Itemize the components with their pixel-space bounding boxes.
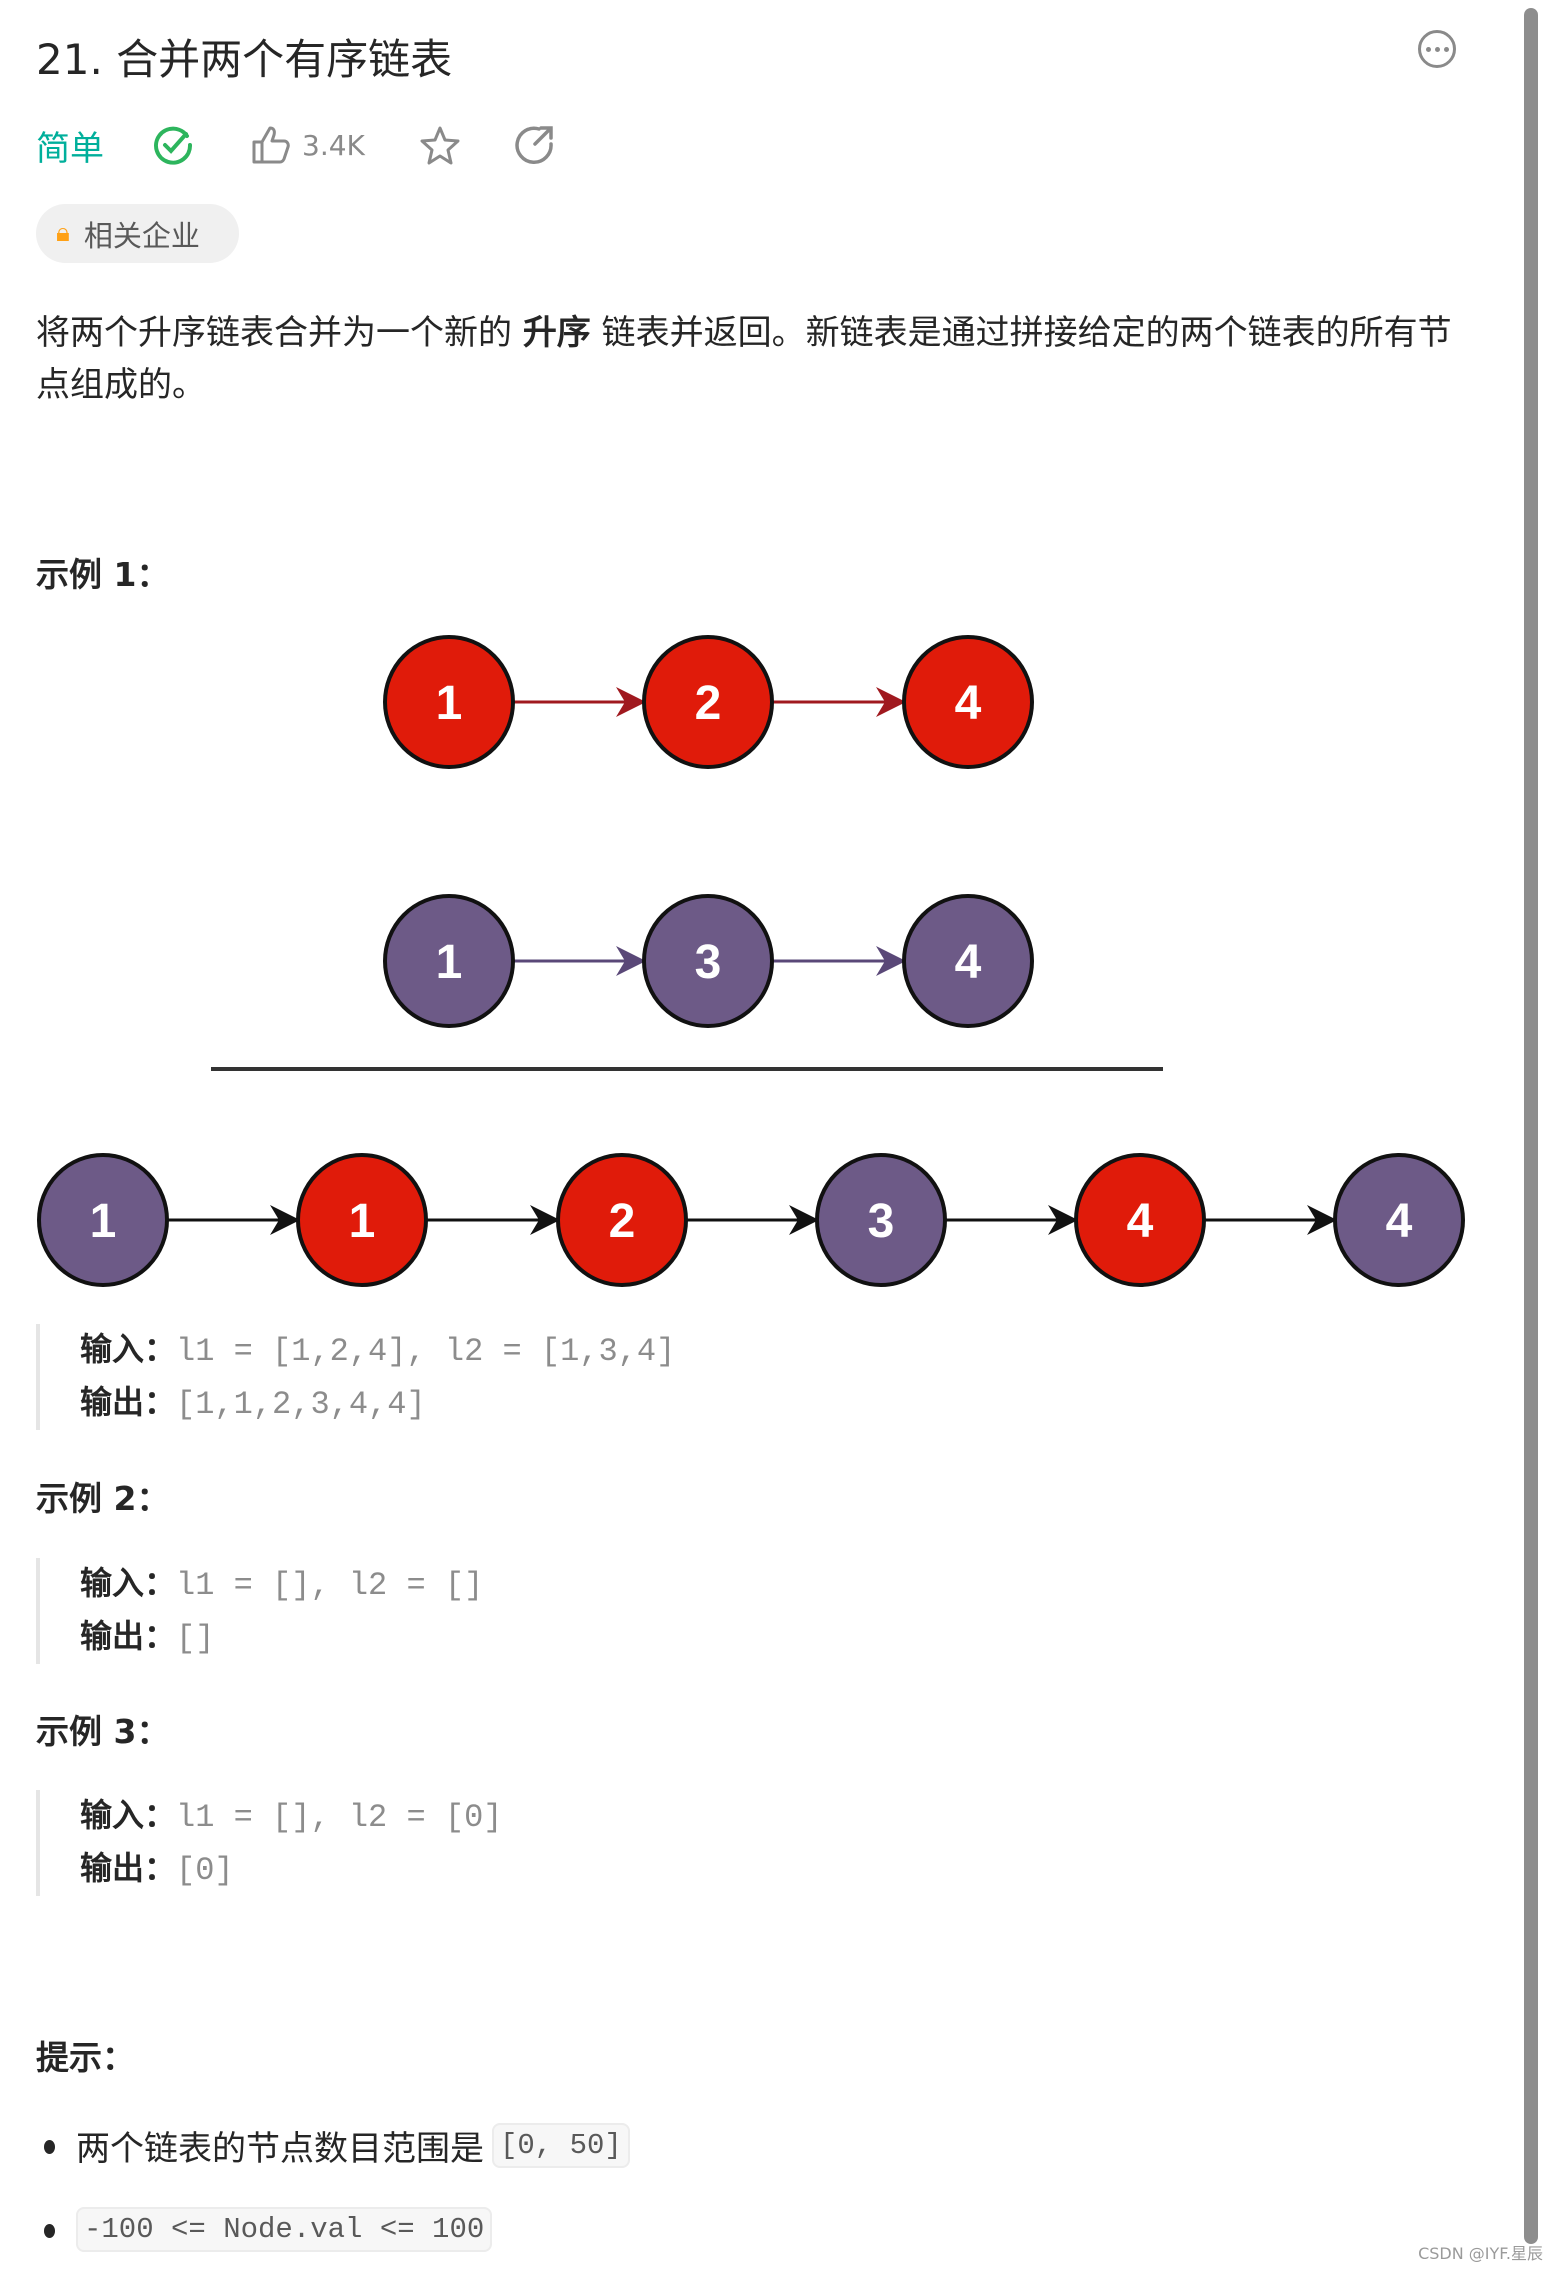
merged-node	[1333, 1153, 1465, 1287]
thumbs-up-icon[interactable]	[250, 124, 292, 166]
list1-node	[642, 635, 774, 769]
list1-node	[383, 635, 515, 769]
tip-text: 两个链表的节点数目范围是	[76, 2128, 484, 2169]
watermark: CSDN @IYF.星辰	[1418, 2244, 1543, 2263]
list2-node	[383, 894, 515, 1028]
merged-node	[296, 1153, 428, 1287]
tips-heading: 提示：	[36, 2038, 135, 2077]
output-label: 输出：	[80, 1617, 177, 1655]
list1-node-label: 1	[436, 677, 463, 730]
problem-title: 21. 合并两个有序链表	[36, 35, 453, 84]
share-icon[interactable]	[513, 124, 555, 166]
output-label: 输出：	[80, 1849, 177, 1887]
list2-node-label: 3	[695, 936, 722, 989]
merged-node-label: 3	[868, 1195, 895, 1248]
merged-node	[556, 1153, 688, 1287]
input-label: 输入：	[80, 1796, 177, 1834]
scrollbar[interactable]	[1524, 8, 1538, 2244]
merged-node-label: 4	[1386, 1195, 1413, 1248]
like-count: 3.4K	[302, 128, 365, 162]
output-value: []	[176, 1620, 215, 1657]
list2-node-label: 1	[436, 936, 463, 989]
list2-node	[642, 894, 774, 1028]
list1-node-label: 2	[695, 677, 722, 730]
merged-node-label: 1	[90, 1195, 117, 1248]
tip-code: -100 <= Node.val <= 100	[76, 2206, 493, 2252]
example-2-heading: 示例 2：	[36, 1479, 170, 1518]
star-icon[interactable]	[419, 124, 461, 166]
example-2-block: 输入：l1 = [], l2 = [] 输出：[]	[36, 1558, 483, 1664]
example-3-heading: 示例 3：	[36, 1712, 170, 1751]
related-companies-tag[interactable]: 🔒︎ 相关企业	[36, 204, 239, 263]
example-3-block: 输入：l1 = [], l2 = [0] 输出：[0]	[36, 1790, 502, 1896]
output-value: [1,1,2,3,4,4]	[176, 1386, 426, 1423]
problem-description: 将两个升序链表合并为一个新的 升序 链表并返回。新链表是通过拼接给定的两个链表的…	[36, 307, 1476, 411]
tip-item: 两个链表的节点数目范围是[0, 50]	[36, 2110, 630, 2180]
list2-node-label: 4	[955, 936, 982, 989]
merged-node-label: 4	[1127, 1195, 1154, 1248]
list1-node-label: 4	[955, 677, 982, 730]
desc-bold: 升序	[522, 313, 591, 353]
merged-node	[815, 1153, 947, 1287]
output-value: [0]	[176, 1852, 234, 1889]
list1-node	[902, 635, 1034, 769]
output-label: 输出：	[80, 1383, 177, 1421]
merged-node	[1074, 1153, 1206, 1287]
ellipsis-circle-icon[interactable]	[1418, 30, 1456, 68]
merged-node-label: 1	[349, 1195, 376, 1248]
lock-icon: 🔒︎	[56, 218, 70, 248]
tips-list: 两个链表的节点数目范围是[0, 50] -100 <= Node.val <= …	[36, 2110, 630, 2278]
desc-text: 将两个升序链表合并为一个新的	[36, 313, 523, 353]
tip-item: -100 <= Node.val <= 100	[36, 2194, 630, 2264]
example-1-block: 输入：l1 = [1,2,4], l2 = [1,3,4] 输出：[1,1,2,…	[36, 1324, 675, 1430]
input-label: 输入：	[80, 1330, 177, 1368]
merged-node-label: 2	[609, 1195, 636, 1248]
check-circle-icon	[154, 126, 193, 165]
desc-text-rest: 链表并返回。新链表是通过拼接给定的两个链表的所有节点组成的。	[36, 313, 1452, 405]
difficulty-badge: 简单	[36, 128, 104, 169]
example-1-heading: 示例 1：	[36, 555, 170, 594]
input-label: 输入：	[80, 1564, 177, 1602]
list2-node	[902, 894, 1034, 1028]
tag-label: 相关企业	[83, 218, 200, 253]
merge-diagram: 1 2 4 1 3 4 1 1 2 3 4 4	[37, 635, 1465, 1287]
input-value: l1 = [], l2 = []	[176, 1567, 484, 1604]
tip-code: [0, 50]	[492, 2122, 630, 2168]
input-value: l1 = [1,2,4], l2 = [1,3,4]	[176, 1333, 676, 1370]
meta-row: 简单 3.4K	[36, 122, 555, 169]
merged-node	[37, 1153, 169, 1287]
input-value: l1 = [], l2 = [0]	[176, 1799, 503, 1836]
